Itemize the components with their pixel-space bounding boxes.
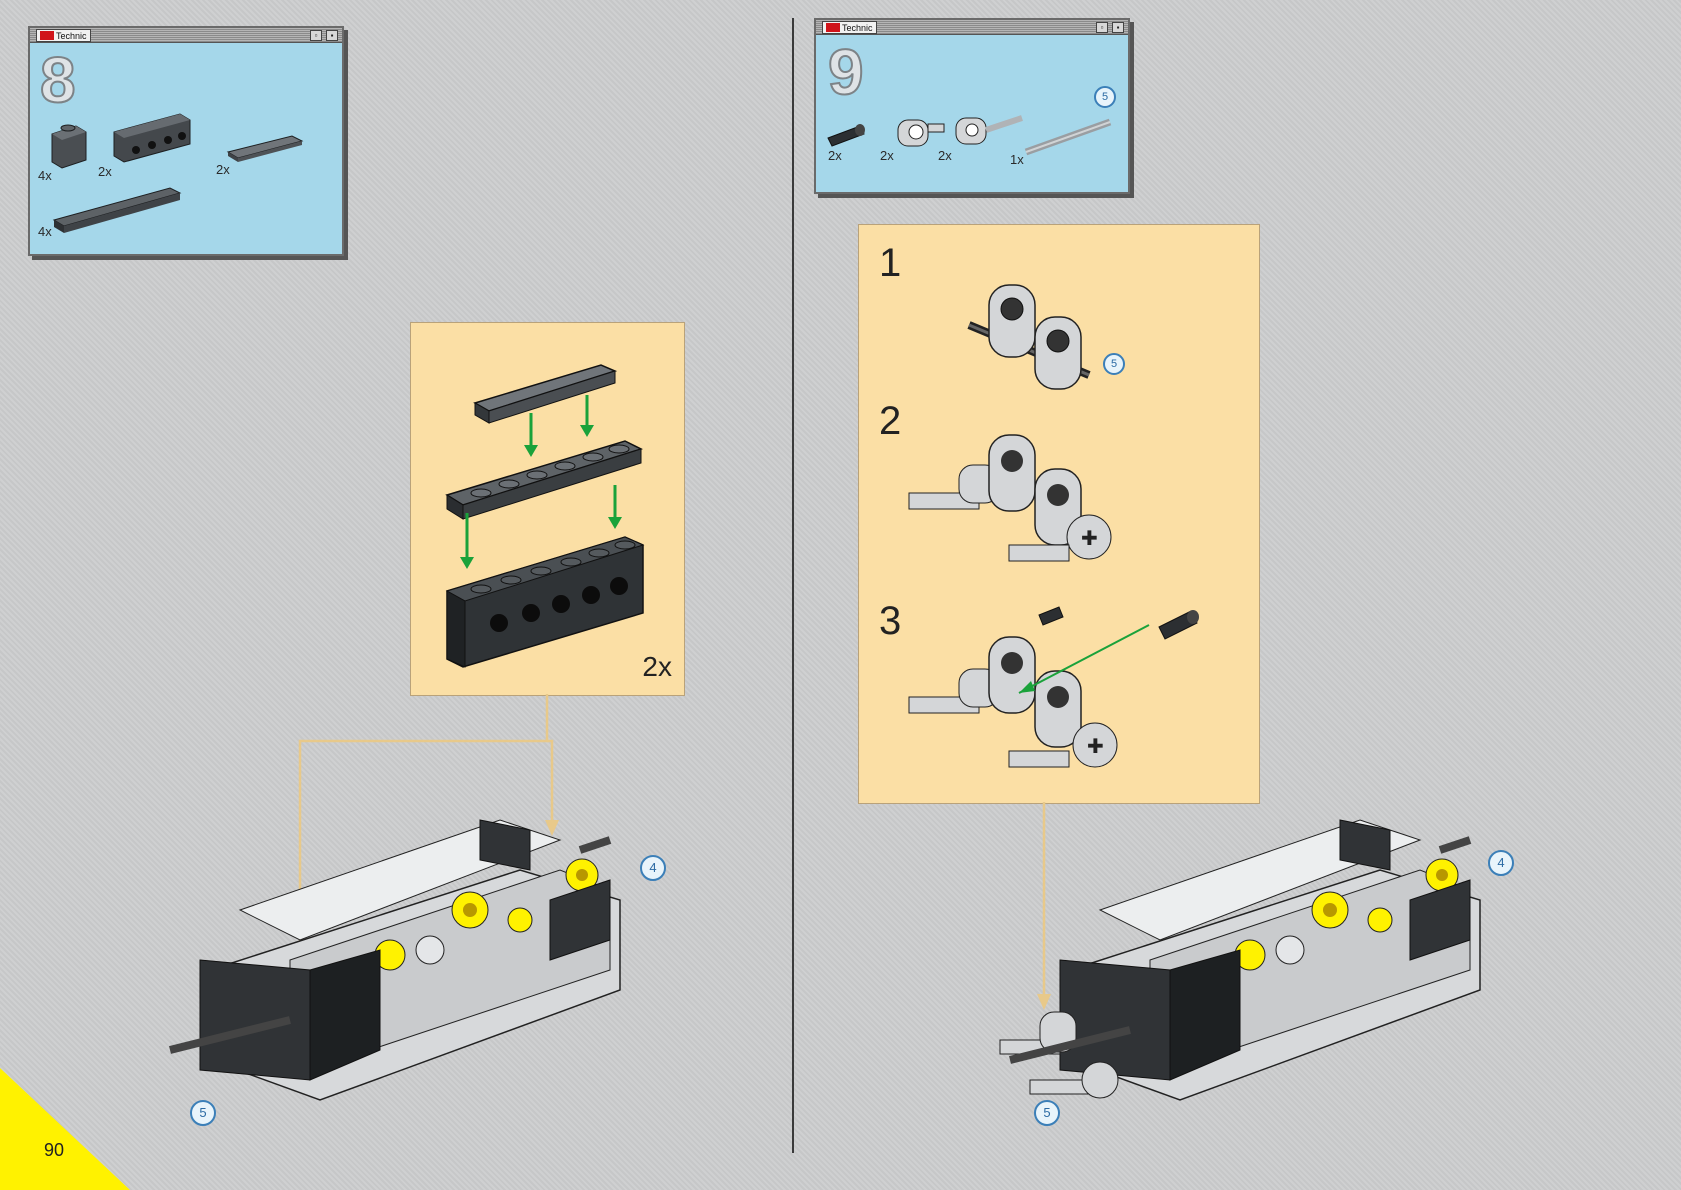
part-qty: 4x	[38, 224, 52, 239]
brand-badge: Technic	[822, 21, 877, 34]
black-frame	[199, 819, 611, 1081]
part-qty: 2x	[98, 164, 112, 179]
cross-connector-icon	[897, 119, 945, 147]
axle-connector-icon	[955, 115, 1023, 145]
substep-number: 3	[879, 599, 902, 643]
window-close-icon: ▪	[1112, 22, 1124, 33]
parts-box-titlebar: Technic ▫ ▪	[30, 28, 342, 43]
technic-brick-1x4-icon	[113, 113, 191, 163]
technic-brick-1x6-icon	[445, 536, 645, 668]
svg-text:✚: ✚	[1081, 528, 1098, 550]
substep-number: 1	[879, 241, 902, 285]
brick-1x1-icon	[51, 124, 87, 169]
step-number: 9	[827, 36, 865, 108]
axle-icon	[1009, 836, 1472, 1064]
green-arrow-icon	[460, 395, 622, 569]
callout-axle-length: 4	[1488, 850, 1514, 876]
callout-axle-length: 5	[1034, 1100, 1060, 1126]
step8-parts-box: Technic ▫ ▪ 8	[28, 26, 344, 256]
callout-axle-length: 5	[1094, 86, 1116, 108]
subassembly-multiplier: 2x	[642, 651, 672, 682]
axle-icon	[169, 836, 612, 1054]
brand-badge: Technic	[36, 29, 91, 42]
part-qty: 2x	[828, 148, 842, 163]
step9-engine-model	[999, 819, 1481, 1101]
pin-icon	[827, 124, 865, 147]
part-qty: 2x	[938, 148, 952, 163]
part-qty: 1x	[1010, 152, 1024, 167]
plate-1x6-icon	[52, 187, 182, 233]
black-frame	[1059, 819, 1471, 1081]
substep1-art	[967, 284, 1091, 390]
step9-parts-box: Technic ▫ ▪ 9	[814, 18, 1130, 194]
substep-number: 2	[879, 399, 902, 443]
substep3-art: ✚	[908, 606, 1199, 768]
substeps-art: ✚ ✚	[908, 284, 1199, 768]
page-corner-triangle	[0, 1068, 130, 1190]
step8-engine-model	[169, 819, 621, 1101]
step-number: 8	[39, 44, 77, 116]
brand-name: Technic	[842, 22, 873, 33]
lego-logo-icon	[40, 31, 54, 40]
step8-subassembly-panel: 2x	[410, 322, 685, 696]
callout-axle-length: 5	[1103, 353, 1125, 375]
subassembly-art	[445, 364, 645, 668]
tile-1x4-icon	[473, 364, 618, 424]
brand-name: Technic	[56, 30, 87, 41]
svg-text:✚: ✚	[1087, 736, 1104, 758]
page-number: 90	[44, 1140, 65, 1160]
callout-axle-length: 5	[190, 1100, 216, 1126]
step9-parts-art	[827, 115, 1112, 156]
lego-logo-icon	[826, 23, 840, 32]
window-minimize-icon: ▫	[310, 30, 322, 41]
page-divider	[792, 18, 794, 1153]
parts-box-titlebar: Technic ▫ ▪	[816, 20, 1128, 35]
step9-subassembly-panel: 1 2 3 ✚	[858, 224, 1260, 804]
step8-parts-art	[51, 113, 304, 233]
tile-1x4-icon	[226, 135, 304, 162]
substep2-art: ✚	[908, 434, 1112, 562]
window-minimize-icon: ▫	[1096, 22, 1108, 33]
callout-axle-length: 4	[640, 855, 666, 881]
axle-icon	[1024, 118, 1112, 156]
part-qty: 2x	[880, 148, 894, 163]
window-close-icon: ▪	[326, 30, 338, 41]
part-qty: 2x	[216, 162, 230, 177]
plate-1x6-icon	[445, 440, 643, 520]
part-qty: 4x	[38, 168, 52, 183]
